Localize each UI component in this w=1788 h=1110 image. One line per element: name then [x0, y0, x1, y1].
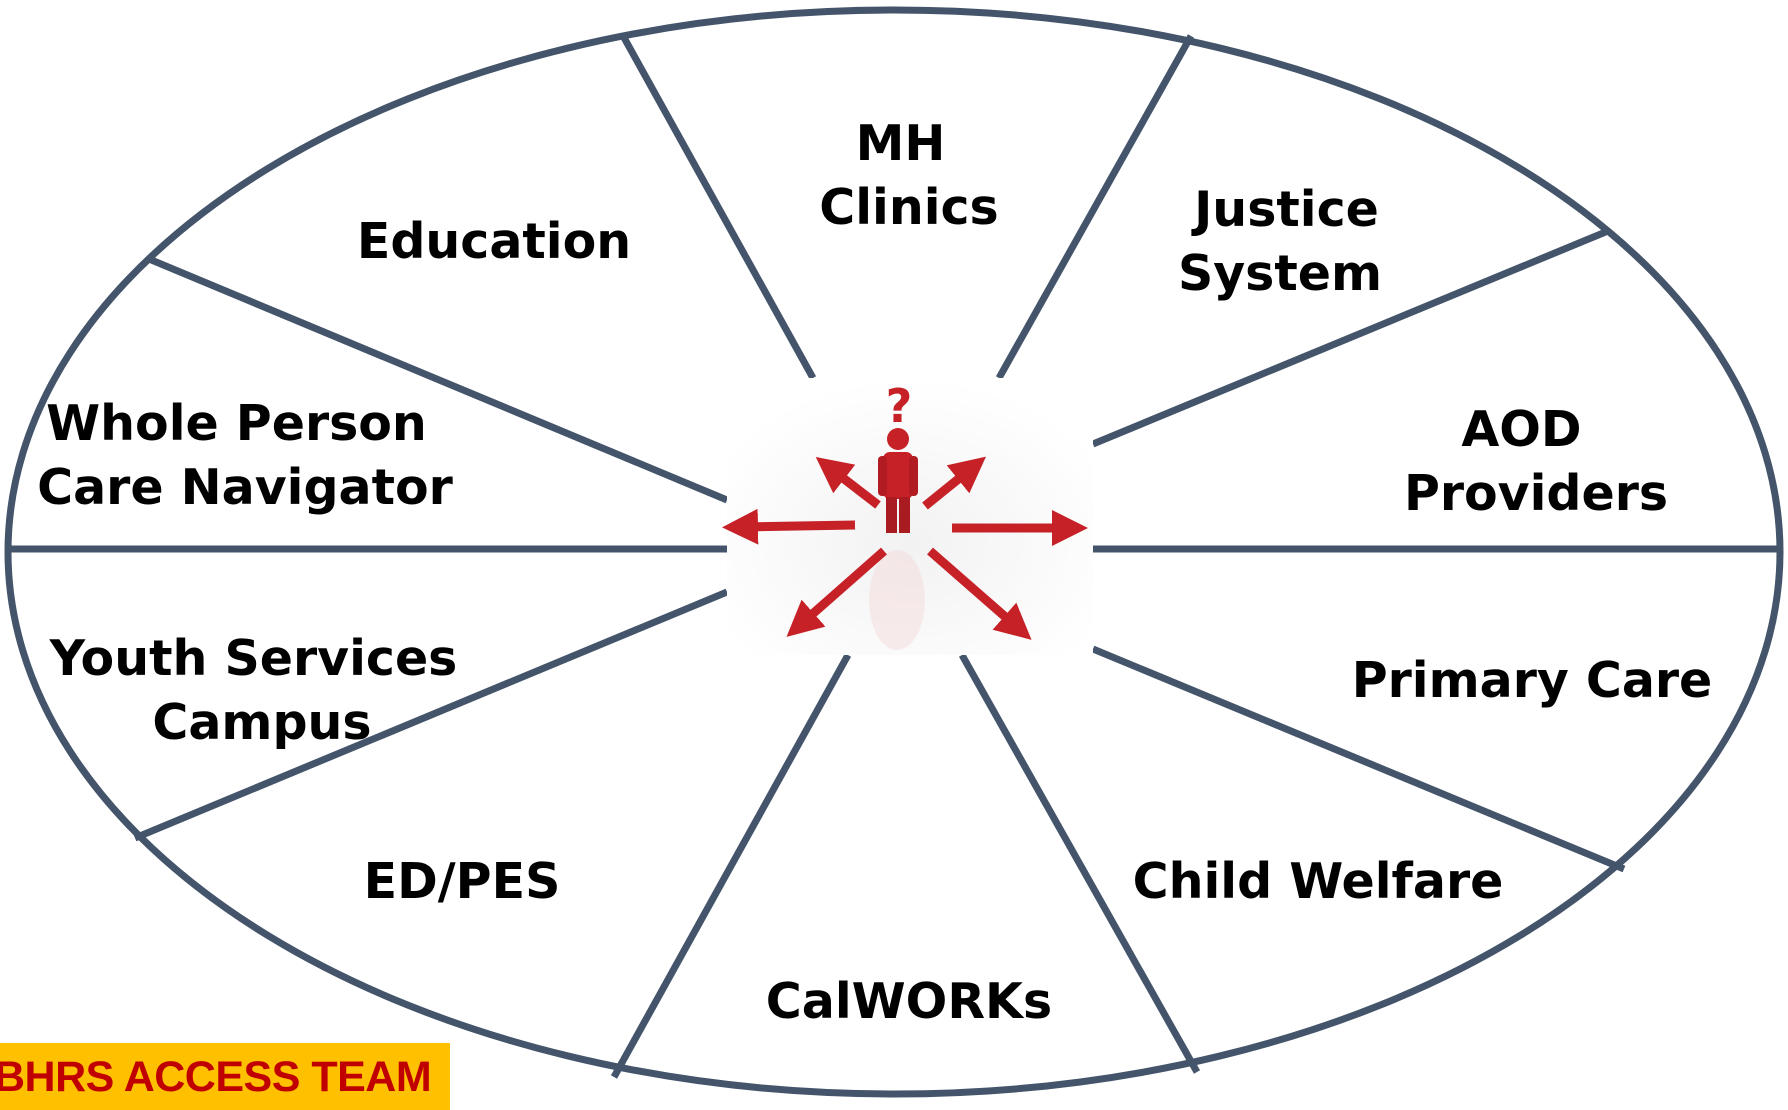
segment-label-line: Care Navigator: [37, 459, 454, 516]
segment-aod-providers: AOD Providers: [1404, 401, 1668, 522]
spoke-upper-right: [1091, 227, 1610, 448]
segment-label-line: Education: [357, 213, 631, 270]
team-badge: BHRS ACCESS TEAM: [0, 1043, 450, 1110]
spoke-bottom-left: [610, 653, 852, 1079]
spoke-top-right: [995, 34, 1195, 380]
spoke-lower-left: [133, 588, 729, 842]
segment-label-line: Clinics: [819, 179, 998, 236]
spokes: [8, 32, 1782, 1079]
segment-label-line: Primary Care: [1352, 652, 1713, 709]
segment-label-line: Child Welfare: [1133, 853, 1504, 910]
segment-label-line: MH: [856, 115, 946, 172]
segment-ed-pes: ED/PES: [364, 853, 561, 910]
segment-education: Education: [357, 213, 631, 270]
segment-child-welfare: Child Welfare: [1133, 853, 1504, 910]
segment-label-line: Campus: [152, 694, 371, 751]
segment-whole-person-care-navigator: Whole Person Care Navigator: [37, 395, 454, 516]
segment-calworks: CalWORKs: [766, 973, 1052, 1030]
person-question-arrows-icon: ?: [722, 378, 1093, 655]
segment-label-line: Providers: [1404, 465, 1668, 522]
segment-primary-care: Primary Care: [1352, 652, 1713, 709]
segment-label-line: CalWORKs: [766, 973, 1052, 1030]
segment-label-line: AOD: [1461, 401, 1581, 458]
segment-label-line: Whole Person: [46, 395, 427, 452]
segment-youth-services-campus: Youth Services Campus: [49, 630, 475, 751]
team-badge-label: BHRS ACCESS TEAM: [0, 1053, 432, 1101]
segment-label-line: Youth Services: [49, 630, 458, 687]
segment-label-line: ED/PES: [364, 853, 561, 910]
segment-mh-clinics: MH Clinics: [819, 115, 998, 236]
spoke-top-left: [618, 32, 817, 380]
segment-justice-system: Justice System: [1178, 181, 1396, 302]
spoke-upper-left: [147, 255, 729, 504]
segment-label-line: Justice: [1191, 181, 1379, 238]
spoke-bottom-right: [958, 653, 1201, 1074]
segment-label-line: System: [1178, 245, 1382, 302]
spoke-lower-right: [1091, 645, 1626, 873]
question-mark-glyph: ?: [886, 379, 913, 433]
